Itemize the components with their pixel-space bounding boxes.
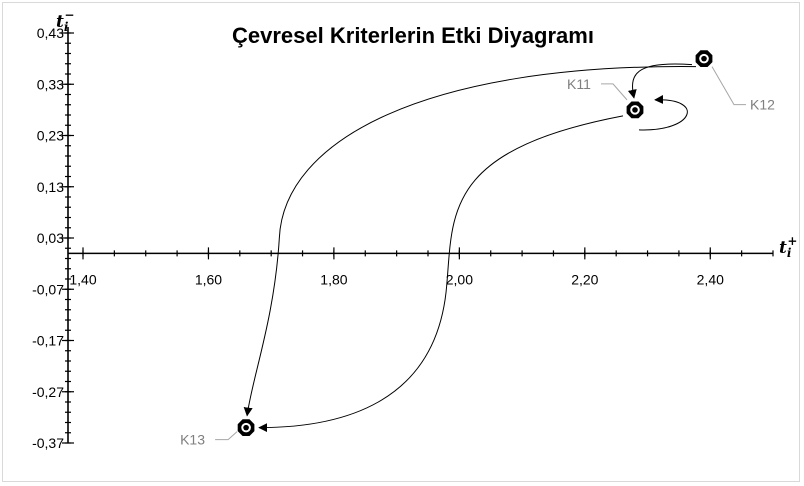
y-tick-label: -0,07 bbox=[32, 281, 64, 297]
point-label-k11: K11 bbox=[567, 76, 591, 92]
point-marker-core bbox=[243, 424, 249, 431]
x-tick-label: 2,20 bbox=[571, 271, 598, 287]
data-point-k11 bbox=[626, 101, 644, 119]
point-marker-core bbox=[701, 55, 707, 62]
x-tick-label: 2,40 bbox=[697, 271, 724, 287]
arrow-k12-to-k11 bbox=[627, 63, 693, 99]
arrow-k11-to-k12 bbox=[638, 95, 688, 131]
y-tick-label: 0,13 bbox=[37, 179, 64, 195]
x-tick-label: 2,00 bbox=[446, 271, 473, 287]
point-marker-core bbox=[632, 107, 638, 113]
y-axis-label: ti− bbox=[56, 8, 74, 34]
y-tick-label: 0,03 bbox=[37, 230, 64, 246]
x-tick-label: 1,80 bbox=[320, 271, 347, 287]
leader-line-k13 bbox=[215, 431, 238, 441]
data-point-k12 bbox=[695, 50, 713, 67]
y-tick-label: -0,27 bbox=[32, 384, 64, 400]
y-tick-label: 0,23 bbox=[37, 128, 64, 144]
y-tick-label: -0,37 bbox=[32, 435, 64, 451]
point-label-k12: K12 bbox=[750, 97, 775, 113]
x-axis-label: ti+ bbox=[779, 234, 797, 260]
point-label-k13: K13 bbox=[180, 432, 205, 448]
leader-line-k12 bbox=[711, 66, 746, 106]
arrow-k11-to-k13 bbox=[258, 115, 624, 433]
leader-line-k11 bbox=[601, 83, 628, 101]
influence-diagram-chart: Çevresel Kriterlerin Etki Diyagramı 0,43… bbox=[32, 8, 797, 451]
x-tick-label: 1,60 bbox=[195, 271, 222, 287]
y-tick-label: 0,43 bbox=[37, 25, 64, 41]
x-tick-label: 1,40 bbox=[69, 271, 96, 287]
chart-title: Çevresel Kriterlerin Etki Diyagramı bbox=[232, 23, 594, 48]
arrow-k12-to-k13 bbox=[243, 66, 697, 417]
y-tick-label: 0,33 bbox=[37, 76, 64, 92]
y-tick-label: -0,17 bbox=[32, 333, 64, 349]
data-point-k13 bbox=[237, 419, 255, 436]
